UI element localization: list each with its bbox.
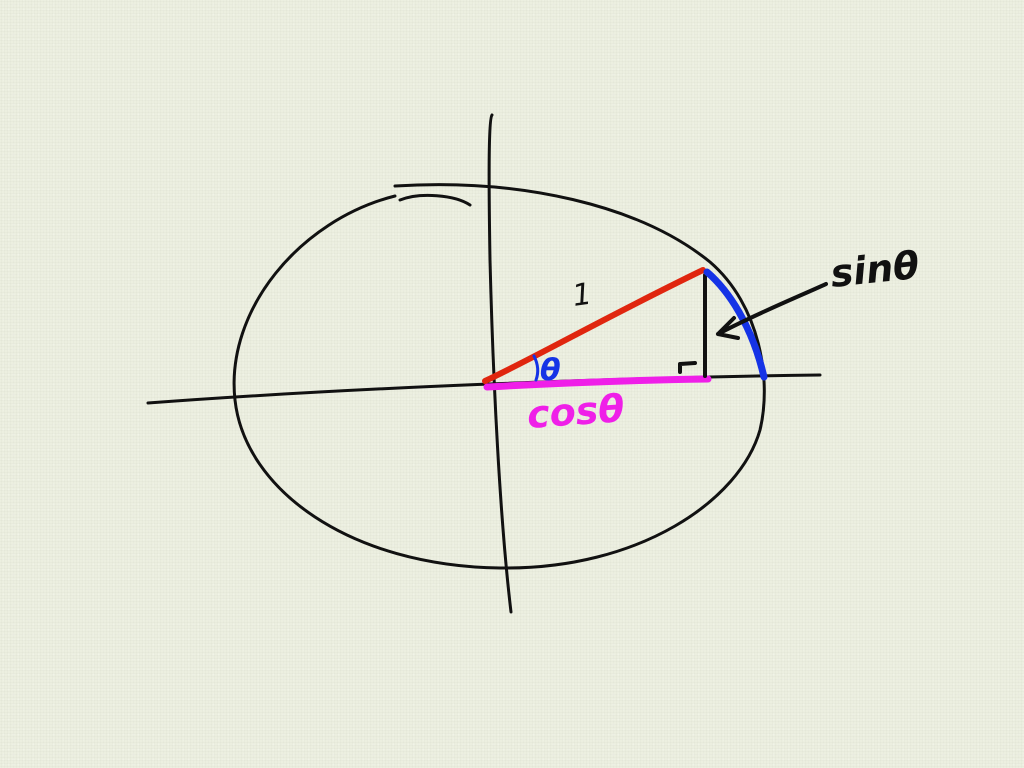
angle-arc (532, 354, 540, 382)
sine-label: sinθ (828, 243, 921, 296)
cosine-segment (483, 375, 712, 391)
angle-label: θ (540, 353, 561, 388)
arc-segment (703, 268, 768, 381)
x-axis (146, 373, 822, 405)
right-angle-marker (678, 361, 697, 374)
y-axis (487, 113, 513, 614)
cosine-label: cosθ (526, 386, 626, 437)
pointer-arrow (716, 282, 828, 340)
radius-label: 1 (570, 277, 594, 314)
unit-circle (232, 183, 766, 570)
radius-segment (482, 267, 706, 384)
